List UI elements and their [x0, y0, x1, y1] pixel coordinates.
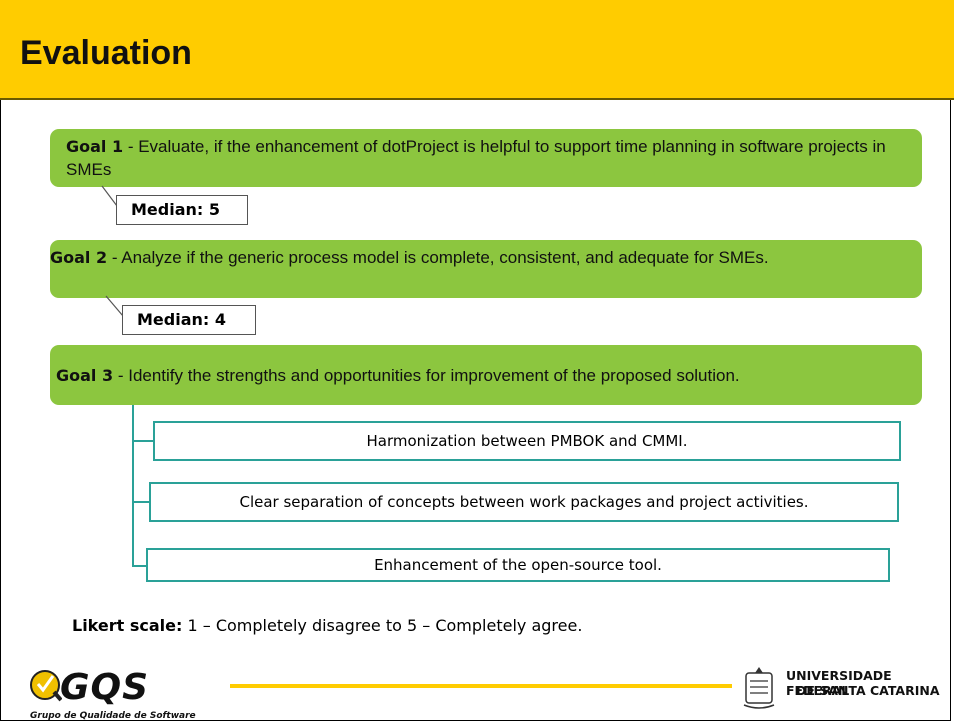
ufsc-name-line-2: DE SANTA CATARINA — [796, 683, 940, 698]
goal-3-label: Goal 3 — [56, 365, 114, 385]
callout-1-pointer — [101, 185, 118, 207]
tree-connector-2 — [132, 501, 149, 503]
goal-2-sep: - — [107, 248, 122, 267]
footer-divider — [230, 684, 732, 688]
ufsc-crest-icon — [743, 667, 775, 709]
goal-3-text: Identify the strengths and opportunities… — [128, 365, 740, 385]
title-bar: Evaluation — [0, 0, 954, 100]
goal-2-box: Goal 2 - Analyze if the generic process … — [50, 240, 922, 298]
likert-note: Likert scale: 1 – Completely disagree to… — [72, 616, 582, 635]
tree-connector-1 — [132, 440, 153, 442]
slide-title: Evaluation — [20, 34, 192, 72]
ufsc-name-line-1: UNIVERSIDADE FEDERAL — [786, 668, 892, 698]
goal-1-text: Evaluate, if the enhancement of dotProje… — [66, 137, 886, 179]
goal-2-text: Analyze if the generic process model is … — [121, 248, 769, 267]
goal-1-sep: - — [123, 137, 139, 156]
goal-3-box: Goal 3 - Identify the strengths and oppo… — [50, 345, 922, 405]
strength-item-3: Enhancement of the open-source tool. — [146, 548, 890, 582]
gqs-logo-icon — [30, 670, 62, 702]
goal-1-box: Goal 1 - Evaluate, if the enhancement of… — [50, 129, 922, 187]
gqs-subtitle: Grupo de Qualidade de Software — [30, 711, 196, 721]
tree-connector-vertical — [132, 405, 134, 567]
callout-2-pointer — [105, 295, 124, 317]
tree-connector-3 — [132, 565, 146, 567]
strength-item-2: Clear separation of concepts between wor… — [149, 482, 899, 522]
goal-1-label: Goal 1 — [66, 137, 124, 156]
median-2-callout: Median: 4 — [122, 305, 256, 335]
likert-label: Likert scale: — [72, 616, 183, 635]
goal-2-label: Goal 2 — [50, 248, 108, 267]
strength-item-1: Harmonization between PMBOK and CMMI. — [153, 421, 901, 461]
median-1-callout: Median: 5 — [116, 195, 248, 225]
goal-3-sep: - — [113, 365, 129, 385]
gqs-logo-text: GQS — [60, 667, 150, 708]
likert-text: 1 – Completely disagree to 5 – Completel… — [182, 616, 583, 635]
